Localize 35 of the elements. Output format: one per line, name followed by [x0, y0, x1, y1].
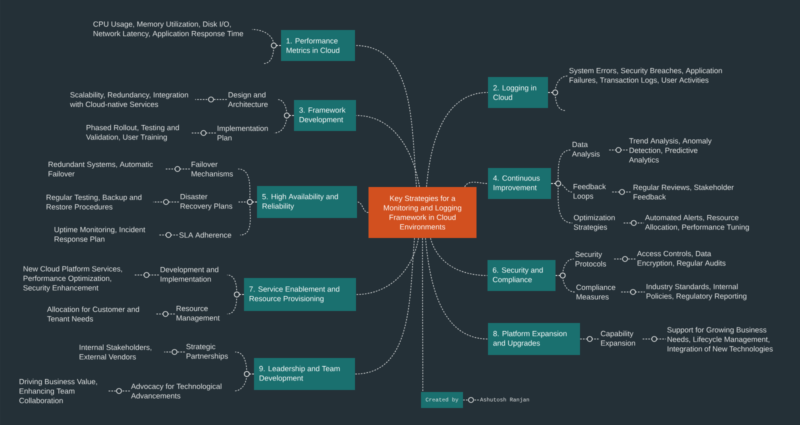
dashed-connector: [356, 238, 419, 295]
dotted-connector: [580, 336, 600, 342]
dotted-connector: [642, 336, 666, 342]
bracket-connector: [555, 272, 576, 292]
bracket-connector: [550, 180, 573, 224]
bracket-connector: [274, 112, 294, 134]
dotted-connector: [158, 232, 178, 238]
bracket-connector: [226, 292, 244, 314]
dotted-connector: [614, 256, 636, 262]
dotted-connector: [194, 96, 228, 102]
bracket-connector: [240, 199, 258, 236]
dashed-connector: [354, 45, 417, 188]
dotted-connector: [620, 289, 646, 295]
dashed-connector: [430, 238, 488, 276]
dotted-connector: [134, 272, 160, 278]
dashed-connector: [426, 92, 488, 188]
dashed-connector: [425, 238, 488, 340]
dotted-connector: [612, 189, 632, 195]
dashed-connector: [356, 115, 420, 188]
dashed-connector: [356, 202, 369, 213]
dotted-connector: [164, 166, 190, 172]
dotted-connector: [623, 220, 644, 226]
dotted-connector: [152, 199, 180, 205]
dotted-connector: [462, 397, 480, 403]
dotted-connector: [608, 147, 628, 153]
dashed-connector: [464, 182, 488, 188]
bracket-connector: [263, 42, 282, 64]
bracket-connector: [234, 371, 254, 392]
dotted-connector: [164, 349, 186, 355]
dashed-connector: [354, 238, 415, 374]
bracket-connector: [548, 90, 566, 111]
dotted-connector: [156, 311, 176, 317]
dotted-connector: [190, 130, 216, 136]
dotted-connector: [108, 388, 130, 394]
dashed-connector: [422, 238, 424, 392]
